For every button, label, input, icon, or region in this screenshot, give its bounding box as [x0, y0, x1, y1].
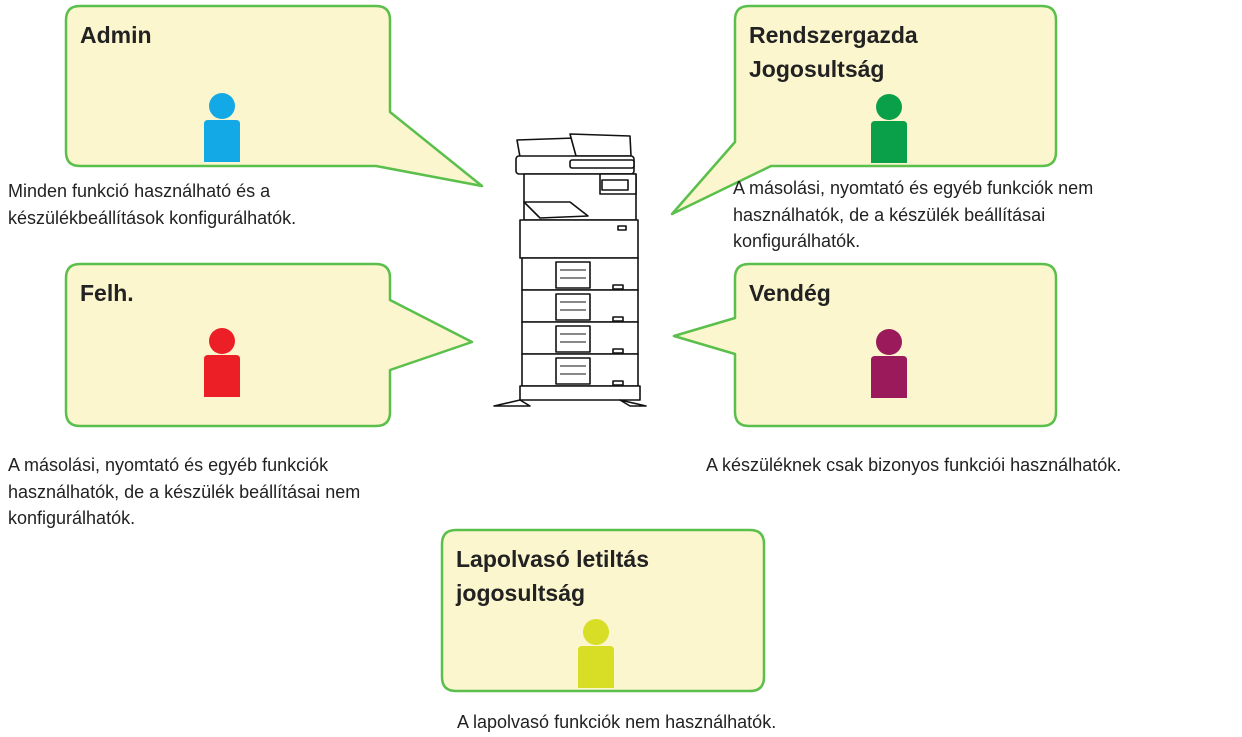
- role-description-system-admin: A másolási, nyomtató és egyéb funkciók n…: [733, 178, 1094, 251]
- role-title-guest: Vendég: [749, 280, 831, 306]
- balloon-scan-disabled: [440, 528, 766, 693]
- multifunction-printer-icon: [493, 133, 647, 407]
- balloon-system-admin: [670, 4, 1058, 216]
- role-title-admin: Admin: [80, 22, 152, 48]
- role-title-system-admin: Rendszergazda Jogosultság: [749, 22, 918, 82]
- role-description-admin: Minden funkció használható és a készülék…: [8, 181, 297, 228]
- role-description-guest: A készüléknek csak bizonyos funkciói has…: [706, 455, 1122, 475]
- role-description-user: A másolási, nyomtató és egyéb funkciók h…: [8, 455, 361, 528]
- person-icon: [871, 94, 907, 163]
- person-icon: [578, 619, 614, 688]
- role-title-user: Felh.: [80, 280, 134, 306]
- person-icon: [871, 329, 907, 398]
- balloon-guest: [672, 262, 1058, 428]
- role-title-scan-disabled: Lapolvasó letiltás jogosultság: [456, 546, 650, 606]
- role-description-scan-disabled: A lapolvasó funkciók nem használhatók.: [457, 712, 777, 732]
- person-icon: [204, 328, 240, 397]
- balloon-user: [64, 262, 474, 428]
- person-icon: [204, 93, 240, 162]
- balloon-admin: [64, 4, 484, 188]
